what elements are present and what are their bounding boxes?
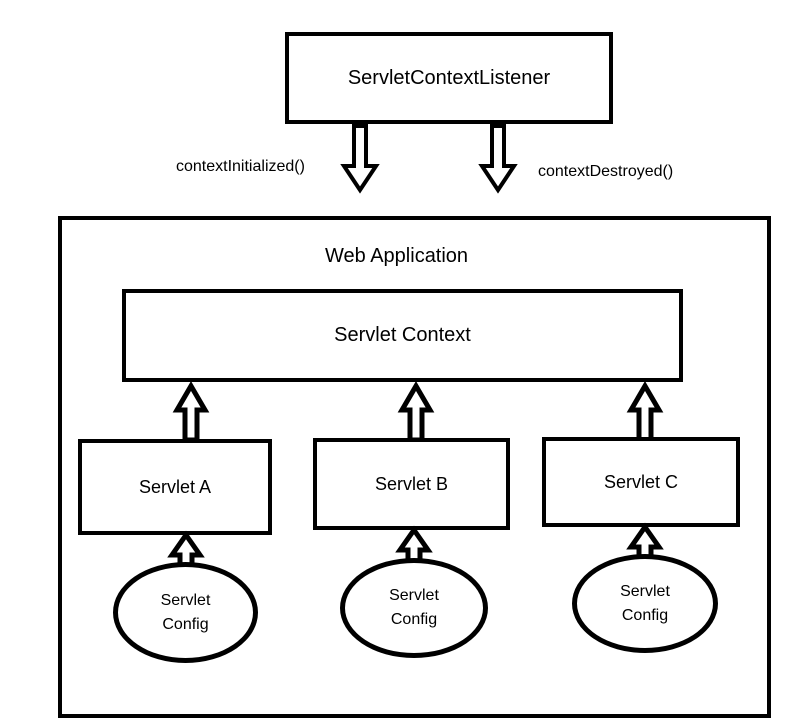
servlet-config-b-line1: Servlet: [389, 587, 439, 604]
servlet-c-label: Servlet C: [603, 471, 679, 492]
context-initialized-label: contextInitialized(): [176, 158, 305, 175]
servlet-b-label: Servlet B: [374, 473, 449, 494]
servlet-config-a-ellipse: Servlet Config: [113, 562, 258, 663]
servlet-b-to-context-arrow: [397, 381, 435, 443]
servlet-config-c-line2: Config: [621, 606, 669, 624]
servlet-context-box: Servlet Context: [122, 289, 683, 382]
servlet-a-box: Servlet A: [78, 439, 272, 535]
web-application-label: Web Application: [325, 245, 469, 267]
servlet-config-b-ellipse: Servlet Config: [340, 558, 488, 658]
servlet-c-to-context-arrow: [626, 381, 664, 443]
context-initialized-arrow: [340, 124, 380, 194]
servlet-context-label: Servlet Context: [334, 324, 471, 346]
servlet-config-c-ellipse: Servlet Config: [572, 554, 718, 653]
servlet-b-box: Servlet B: [313, 438, 510, 530]
servlet-a-to-context-arrow: [172, 381, 210, 443]
servlet-config-b-line2: Config: [390, 611, 438, 628]
servlet-config-a-line2: Config: [162, 615, 209, 633]
servlet-context-listener-label: ServletContextListener: [347, 66, 551, 89]
servlet-config-c-line1: Servlet: [620, 582, 670, 600]
servlet-config-a-line1: Servlet: [160, 591, 211, 609]
context-destroyed-label: contextDestroyed(): [538, 163, 674, 180]
servlet-context-listener-box: ServletContextListener: [285, 32, 613, 124]
servlet-c-box: Servlet C: [542, 437, 740, 527]
context-destroyed-arrow: [478, 124, 518, 194]
servlet-a-label: Servlet A: [138, 476, 212, 497]
